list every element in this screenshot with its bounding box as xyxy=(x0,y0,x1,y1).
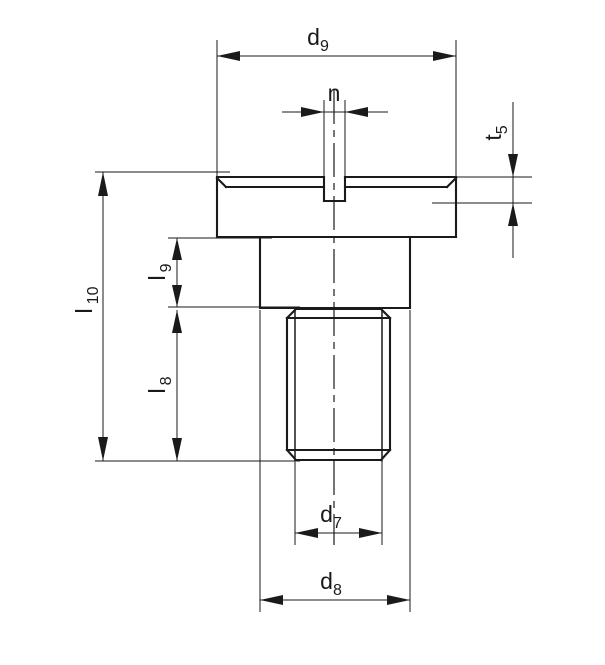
arrowhead-d9-left xyxy=(217,51,240,61)
arrowhead-l8-bottom xyxy=(172,438,182,461)
dim-label-d7-subscript: 7 xyxy=(333,515,342,532)
dimension-lines xyxy=(98,51,518,605)
dim-n xyxy=(282,107,388,117)
part-outline xyxy=(215,90,458,545)
arrowhead-l8-top xyxy=(172,310,182,333)
dim-t5 xyxy=(508,102,518,258)
dim-label-n-symbol: n xyxy=(328,80,341,106)
arrowhead-l10-bottom xyxy=(98,437,108,461)
dim-label-d8-symbol: d xyxy=(320,568,333,594)
threaded-section xyxy=(285,307,392,462)
dim-label-l8-symbol: l xyxy=(144,388,170,393)
dim-label-t5-subscript: 5 xyxy=(494,125,511,134)
dim-label-t5-symbol: t xyxy=(480,134,506,141)
dimension-labels: d9 n t5 l10 l9 l8 d7 d8 xyxy=(71,24,511,599)
arrowhead-d8-left xyxy=(260,595,283,605)
arrowhead-l9-top xyxy=(172,238,182,260)
dim-label-d7: d7 xyxy=(320,501,342,532)
dim-label-l8: l8 xyxy=(144,376,175,393)
dim-l9 xyxy=(172,238,182,307)
extension-lines xyxy=(95,40,532,612)
dim-label-d7-symbol: d xyxy=(320,501,333,527)
dim-label-d8: d8 xyxy=(320,568,342,599)
arrowhead-d9-right xyxy=(433,51,456,61)
dim-label-l9-symbol: l xyxy=(144,275,170,280)
dim-d9 xyxy=(217,51,456,61)
dim-label-d9-subscript: 9 xyxy=(320,38,329,55)
dim-label-t5: t5 xyxy=(480,125,511,140)
dim-d7 xyxy=(295,528,382,538)
screw-shoulder xyxy=(258,235,412,310)
arrowhead-d8-right xyxy=(387,595,410,605)
thread-chamfer-top-right xyxy=(379,307,392,320)
dim-label-l9-subscript: 9 xyxy=(158,263,175,272)
screw-head xyxy=(215,175,458,239)
dim-label-l10: l 10 xyxy=(71,286,102,313)
dim-label-d9: d9 xyxy=(307,24,329,55)
dim-label-n: n xyxy=(328,80,341,106)
arrowhead-n-right xyxy=(345,107,368,117)
dim-label-d8-subscript: 8 xyxy=(333,582,342,599)
dim-d8 xyxy=(260,595,410,605)
thread-chamfer-bot-right xyxy=(379,448,392,462)
dim-label-d9-symbol: d xyxy=(307,24,320,50)
dim-label-l9: l9 xyxy=(144,263,175,280)
arrowhead-d7-right xyxy=(359,528,382,538)
dim-label-l10-symbol: l xyxy=(71,308,97,313)
arrowhead-l9-bottom xyxy=(172,285,182,307)
head-chamfer-left xyxy=(215,176,228,189)
dim-l10 xyxy=(98,172,108,461)
arrowhead-n-left xyxy=(301,107,324,117)
arrowhead-l10-top xyxy=(98,172,108,196)
arrowhead-d7-left xyxy=(295,528,318,538)
arrowhead-t5-bottom xyxy=(508,203,518,226)
dim-label-l10-subscript: 10 xyxy=(85,286,102,304)
arrowhead-t5-top xyxy=(508,154,518,177)
thread-chamfer-top-left xyxy=(285,307,298,320)
head-chamfer-right xyxy=(445,176,458,189)
dim-label-l8-subscript: 8 xyxy=(158,376,175,385)
dim-l8 xyxy=(172,310,182,461)
thread-chamfer-bot-left xyxy=(285,448,298,462)
